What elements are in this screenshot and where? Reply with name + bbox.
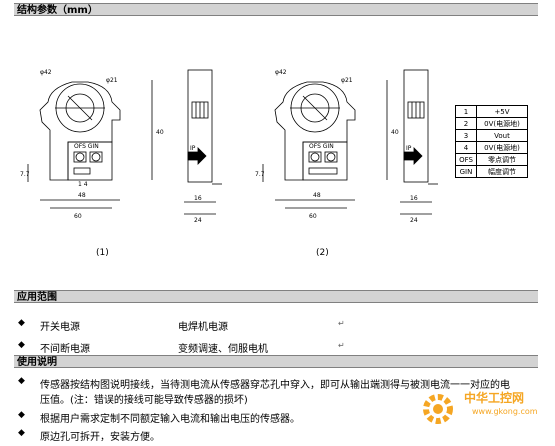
watermark-url: www.gkong.com xyxy=(472,407,538,416)
usage-item-line: 压值。(注：错误的接线可能导致传感器的损坏) xyxy=(40,395,248,406)
section-header-structure: 结构参数（mm） xyxy=(14,3,538,16)
housing-outline xyxy=(274,81,356,181)
watermark-text: 中华工控网 xyxy=(464,391,525,405)
pin-number: 2 xyxy=(455,117,477,130)
application-item: 变频调速、伺服电机 xyxy=(178,344,268,355)
pin-description: +5V xyxy=(476,105,528,118)
bullet-icon: ◆ xyxy=(18,340,25,350)
dim-outer-label: φ42 xyxy=(40,69,52,76)
watermark-logo: 中华工控网 www.gkong.com xyxy=(418,383,548,438)
return-mark-icon: ↵ xyxy=(338,341,345,350)
gear-icon xyxy=(423,394,453,424)
arrow-ip-label: IP xyxy=(406,145,412,152)
dim-side-16-label: 16 xyxy=(410,195,418,202)
pin-description: 幅度调节 xyxy=(476,165,528,178)
pin-number-label: 1 4 xyxy=(78,181,88,188)
pin-number: GIN xyxy=(455,165,477,178)
bullet-icon: ◆ xyxy=(18,428,25,438)
pin-description: 0V(电源地) xyxy=(476,141,528,154)
section-title: 结构参数（mm） xyxy=(17,5,98,16)
usage-item: 根据用户需求定制不同额定输入电流和输出电压的传感器。 xyxy=(40,414,300,425)
usage-item: 原边孔可拆开，安装方便。 xyxy=(40,432,160,443)
sensor-diagram-2: φ42 φ21 OFS GIN 40 48 60 7.7 xyxy=(255,69,399,220)
pin-description: 0V(电源地) xyxy=(476,117,528,130)
pin-number: 4 xyxy=(455,141,477,154)
dim-left-label: 7.7 xyxy=(255,171,265,178)
ofs-gin-label: OFS GIN xyxy=(74,143,99,150)
ofs-gin-label: OFS GIN xyxy=(309,143,334,150)
dim-width-60-label: 60 xyxy=(74,213,82,220)
dim-left-label: 7.7 xyxy=(20,171,30,178)
section-header-application: 应用范围 xyxy=(14,290,538,303)
sensor-diagram-1: φ42 φ21 OFS GIN 1 4 40 48 60 7.7 xyxy=(20,69,164,220)
application-item: 电焊机电源 xyxy=(178,322,228,333)
section-header-usage: 使用说明 xyxy=(14,355,538,368)
pin-description: 零点调节 xyxy=(476,153,528,166)
sensor-side-view-2: IP 16 24 xyxy=(400,69,438,224)
bullet-icon: ◆ xyxy=(18,376,25,386)
dim-inner-label: φ21 xyxy=(341,77,353,84)
section-title: 使用说明 xyxy=(17,357,57,368)
usage-item-line: 传感器按结构图说明接线，当待测电流从传感器穿芯孔中穿入，即可从输出端测得与被测电… xyxy=(40,380,510,391)
dim-inner-label: φ21 xyxy=(106,77,118,84)
section-title: 应用范围 xyxy=(17,292,57,303)
dim-height-label: 40 xyxy=(156,129,164,136)
housing-outline xyxy=(39,81,121,181)
application-item: 不间断电源 xyxy=(40,344,90,355)
pin-number: OFS xyxy=(455,153,477,166)
dim-width-48-label: 48 xyxy=(313,192,321,199)
pin-number: 3 xyxy=(455,129,477,142)
dim-width-48-label: 48 xyxy=(78,192,86,199)
dim-side-16-label: 16 xyxy=(194,195,202,202)
application-item: 开关电源 xyxy=(40,322,80,333)
dim-outer-label: φ42 xyxy=(275,69,287,76)
pin-number: 1 xyxy=(455,105,477,118)
sensor-side-view-1: IP 16 24 xyxy=(184,69,222,224)
pin-description: Vout xyxy=(476,129,528,142)
dim-side-24-label: 24 xyxy=(194,217,202,224)
return-mark-icon: ↵ xyxy=(338,319,345,328)
arrow-ip-label: IP xyxy=(190,145,196,152)
dim-height-label: 40 xyxy=(391,129,399,136)
figure-caption-1: (1) xyxy=(96,248,109,258)
dim-width-60-label: 60 xyxy=(309,213,317,220)
bullet-icon: ◆ xyxy=(18,318,25,328)
figure-caption-2: (2) xyxy=(316,248,329,258)
bullet-icon: ◆ xyxy=(18,410,25,420)
table-row: 1+5V xyxy=(455,105,528,118)
dim-side-24-label: 24 xyxy=(410,217,418,224)
